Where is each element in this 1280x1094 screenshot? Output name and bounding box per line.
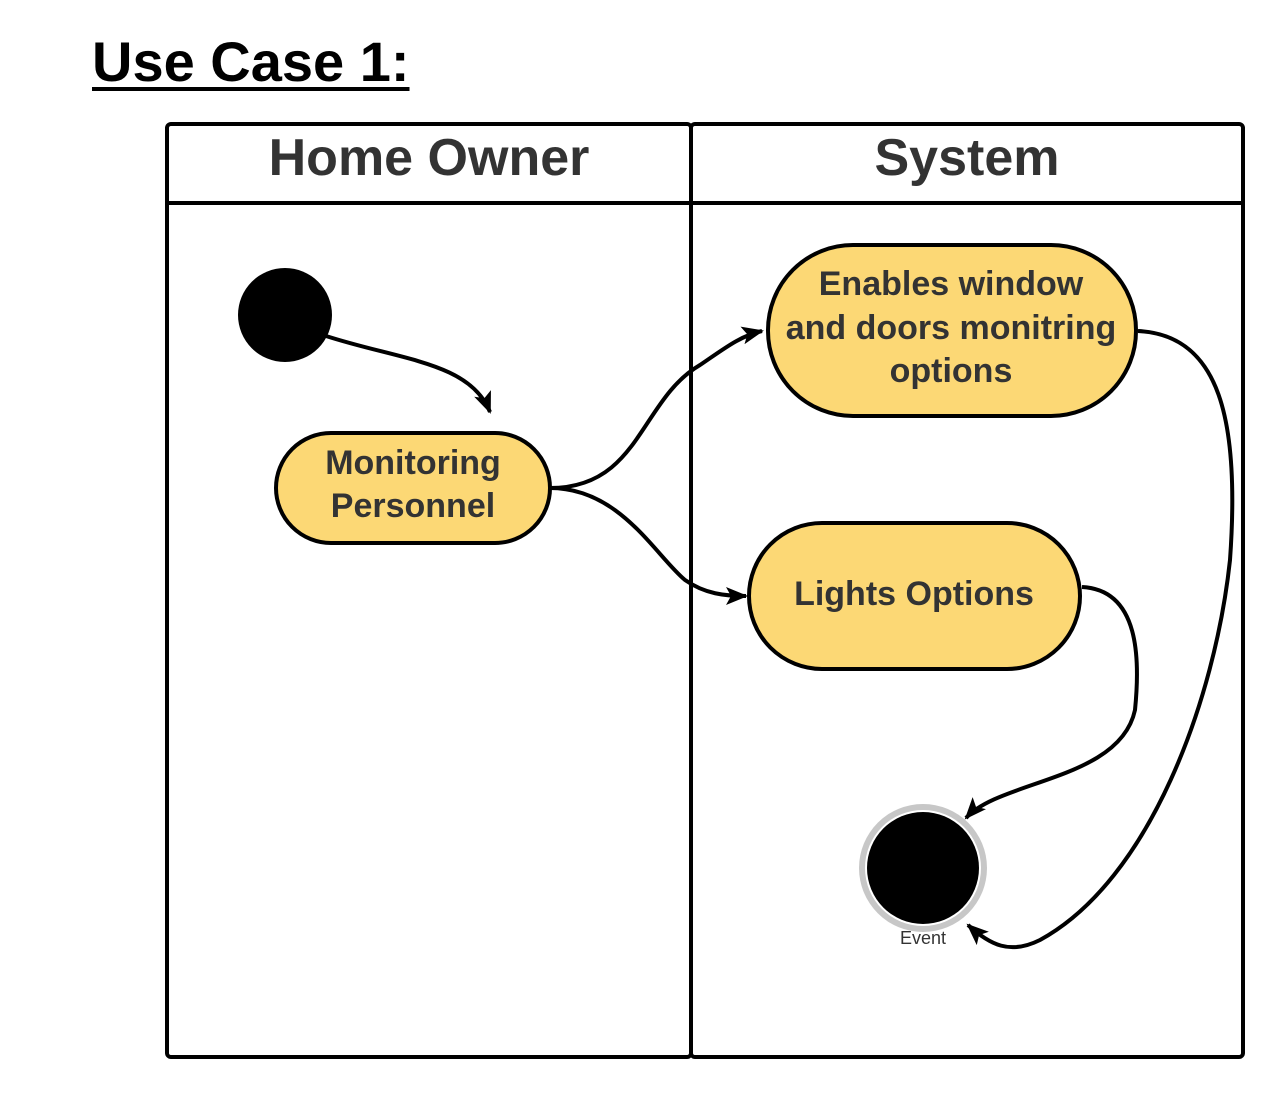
action-enables-window-doors-shape <box>766 243 1138 418</box>
final-node: Event <box>859 804 987 948</box>
action-lights-options-label: Lights Options <box>794 575 1034 613</box>
page-title: Use Case 1: <box>92 30 410 93</box>
action-enables-window-doors-label-line-1: Enables window <box>819 265 1084 303</box>
swimlane-frame <box>165 122 1245 1059</box>
action-lights-options: Lights Options <box>747 521 1082 671</box>
action-lights-options-shape <box>747 521 1082 671</box>
initial-node <box>238 268 332 362</box>
edge-enables-to-final <box>966 329 1235 950</box>
lane-title-home-owner: Home Owner <box>269 129 590 187</box>
action-enables-window-doors-label-line-2: and doors monitring <box>786 309 1117 347</box>
lane-title-system: System <box>875 129 1060 187</box>
edge-initial-to-monitoring <box>325 334 492 414</box>
edge-lights-to-final <box>964 585 1140 820</box>
final-node-core <box>867 812 979 924</box>
swimlane-home-owner <box>165 122 693 1059</box>
action-monitoring-personnel-label-line-1: Monitoring <box>325 444 501 482</box>
action-monitoring-personnel: Monitoring Personnel <box>274 431 552 545</box>
final-node-label: Event <box>900 928 946 948</box>
action-monitoring-personnel-shape <box>274 431 552 545</box>
swimlane-system <box>689 122 1245 1059</box>
edge-monitoring-to-lights <box>549 486 748 605</box>
action-enables-window-doors-label-line-3: options <box>890 352 1013 390</box>
action-monitoring-personnel-label-line-2: Personnel <box>331 487 495 525</box>
edges <box>325 326 1235 950</box>
edge-monitoring-to-enables <box>549 326 764 490</box>
action-enables-window-doors: Enables window and doors monitring optio… <box>766 243 1138 418</box>
